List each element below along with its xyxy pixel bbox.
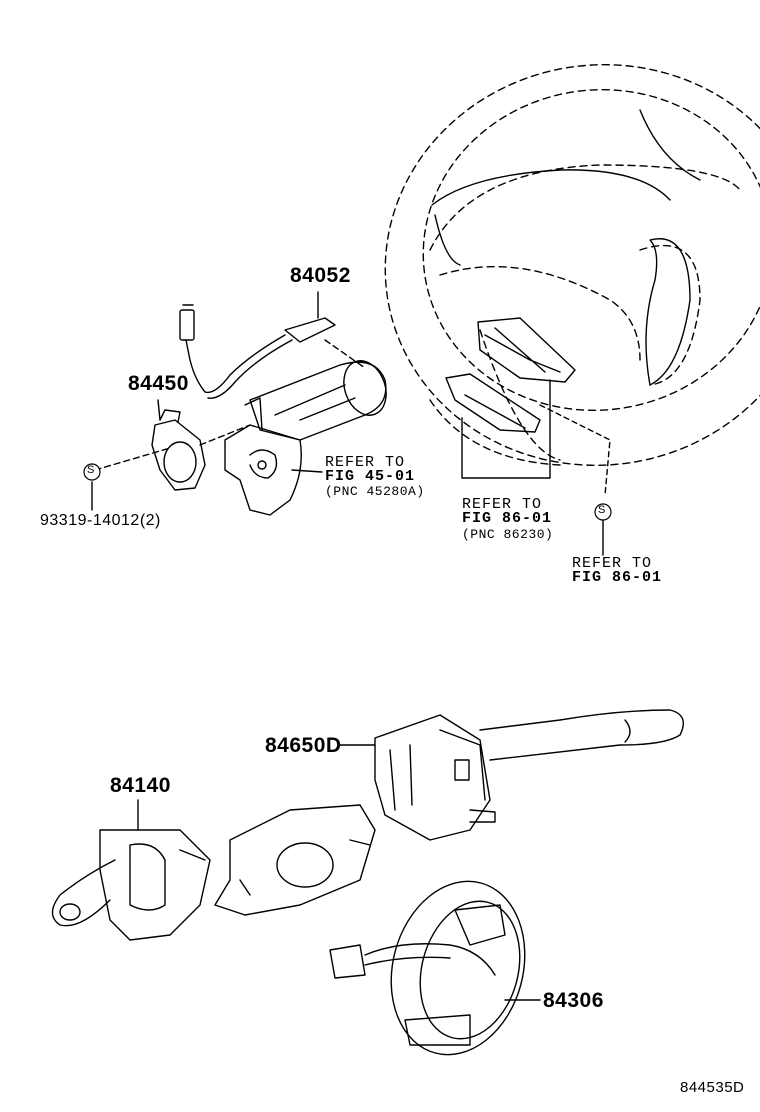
part-label-84306: 84306 — [543, 989, 604, 1012]
part-84140-switch — [51, 829, 211, 941]
part-label-84052: 84052 — [290, 264, 351, 287]
part-label-bolt: 93319-14012(2) — [40, 512, 161, 529]
switch-bracket — [214, 804, 376, 916]
part-label-84450: 84450 — [128, 372, 189, 395]
screw-symbol-letter: S — [598, 504, 606, 516]
ref-line-3: (PNC 45280A) — [325, 484, 425, 499]
ref-line-1: REFER TO — [325, 454, 406, 471]
ref-bracket — [461, 379, 551, 479]
ref-line-2: FIG 45-01 — [325, 468, 416, 485]
part-84052-sensor — [179, 304, 336, 399]
ref-line-2: FIG 86-01 — [462, 510, 553, 527]
horn-switch — [445, 317, 576, 433]
drawing-code: 844535D — [680, 1079, 745, 1096]
bolt-leader — [94, 447, 171, 471]
steering-wheel-solid — [431, 109, 701, 386]
part-label-84650d: 84650D — [265, 734, 342, 757]
screw-symbol-icon — [594, 503, 612, 521]
ref-line-2: FIG 86-01 — [572, 569, 663, 586]
steering-wheel — [384, 63, 760, 467]
bolt-symbol-icon — [83, 463, 101, 481]
ref-line-1: REFER TO — [462, 496, 543, 513]
leader-84450 — [157, 399, 161, 421]
part-label-84140: 84140 — [110, 774, 171, 797]
column-cover — [244, 360, 387, 441]
ref-line-1: REFER TO — [572, 555, 653, 572]
bolt-symbol-letter: S — [87, 464, 95, 476]
column-lower-bracket — [224, 424, 323, 516]
sensor-leader — [324, 339, 366, 369]
part-84306-spiral-cable — [329, 880, 526, 1056]
ref-line-3: (PNC 86230) — [462, 527, 554, 542]
part-84450-switch — [151, 409, 206, 491]
part-84650d-switch — [374, 709, 684, 841]
